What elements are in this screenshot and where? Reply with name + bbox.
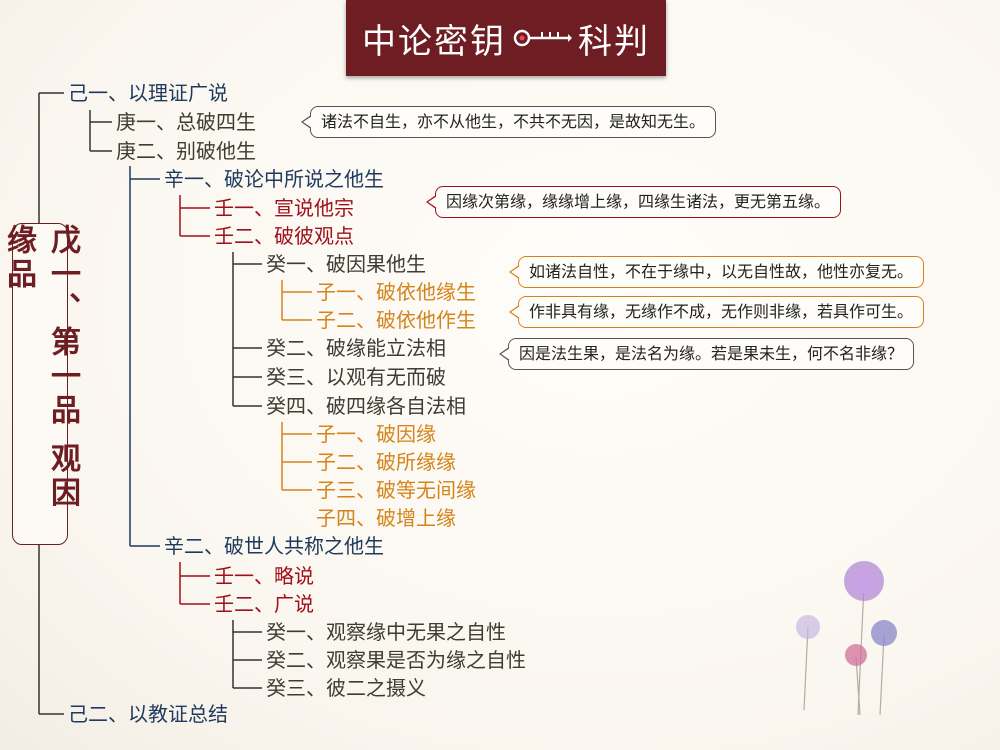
root-node: 戊一、第一品 观因缘品 xyxy=(1,223,80,545)
root-label: 戊一、第一品 观因缘品 xyxy=(1,224,80,511)
node-zi2b: 子二、破所缘缘 xyxy=(316,450,456,474)
callout-zi1a: 如诸法自性，不在于缘中，以无自性故，他性亦复无。 xyxy=(509,256,925,288)
node-zi3b: 子三、破等无间缘 xyxy=(316,478,476,502)
callout-zi2a: 作非具有缘，无缘作不成，无作则非缘，若具作可生。 xyxy=(509,296,925,328)
node-gui1a: 癸一、破因果他生 xyxy=(266,252,426,276)
callout-text: 诸法不自生，亦不从他生，不共不无因，是故知无生。 xyxy=(321,112,706,131)
title-banner: 中论密钥 科判 xyxy=(346,0,666,76)
title-left: 中论密钥 xyxy=(362,21,506,62)
node-zi1b: 子一、破因缘 xyxy=(316,422,436,446)
node-gui2a: 癸二、破缘能立法相 xyxy=(266,336,446,360)
node-geng1: 庚一、总破四生 xyxy=(116,110,256,134)
node-xin2: 辛二、破世人共称之他生 xyxy=(164,534,384,558)
node-xin1: 辛一、破论中所说之他生 xyxy=(164,167,384,191)
callout-text: 如诸法自性，不在于缘中，以无自性故，他性亦复无。 xyxy=(529,262,914,281)
node-gui3b: 癸三、彼二之摄义 xyxy=(266,676,426,700)
callout-text: 作非具有缘，无缘作不成，无作则非缘，若具作可生。 xyxy=(529,302,914,321)
node-gui3a: 癸三、以观有无而破 xyxy=(266,365,446,389)
node-ren1a: 壬一、宣说他宗 xyxy=(214,196,354,220)
node-zi2a: 子二、破依他作生 xyxy=(316,308,476,332)
node-ren2b: 壬二、广说 xyxy=(214,592,314,616)
callout-text: 因是法生果，是法名为缘。若是果未生，何不名非缘？ xyxy=(519,344,904,363)
node-zi4b: 子四、破增上缘 xyxy=(316,506,456,530)
node-zi1a: 子一、破依他缘生 xyxy=(316,280,476,304)
dandelion-flowers-icon xyxy=(796,561,897,716)
node-ji2: 己二、以教证总结 xyxy=(68,702,228,726)
node-ji1: 己一、以理证广说 xyxy=(68,81,228,105)
node-ren2a: 壬二、破彼观点 xyxy=(214,224,354,248)
node-gui1b: 癸一、观察缘中无果之自性 xyxy=(266,620,506,644)
node-gui4a: 癸四、破四缘各自法相 xyxy=(266,394,466,418)
callout-ren1a: 因缘次第缘，缘缘增上缘，四缘生诸法，更无第五缘。 xyxy=(426,186,842,218)
node-geng2: 庚二、别破他生 xyxy=(116,139,256,163)
callout-geng1: 诸法不自生，亦不从他生，不共不无因，是故知无生。 xyxy=(301,106,717,138)
callout-gui2a: 因是法生果，是法名为缘。若是果未生，何不名非缘？ xyxy=(499,338,915,370)
node-gui2b: 癸二、观察果是否为缘之自性 xyxy=(266,648,526,672)
title-right: 科判 xyxy=(578,21,650,62)
node-ren1b: 壬一、略说 xyxy=(214,564,314,588)
key-icon xyxy=(512,26,572,50)
callout-text: 因缘次第缘，缘缘增上缘，四缘生诸法，更无第五缘。 xyxy=(446,192,831,211)
